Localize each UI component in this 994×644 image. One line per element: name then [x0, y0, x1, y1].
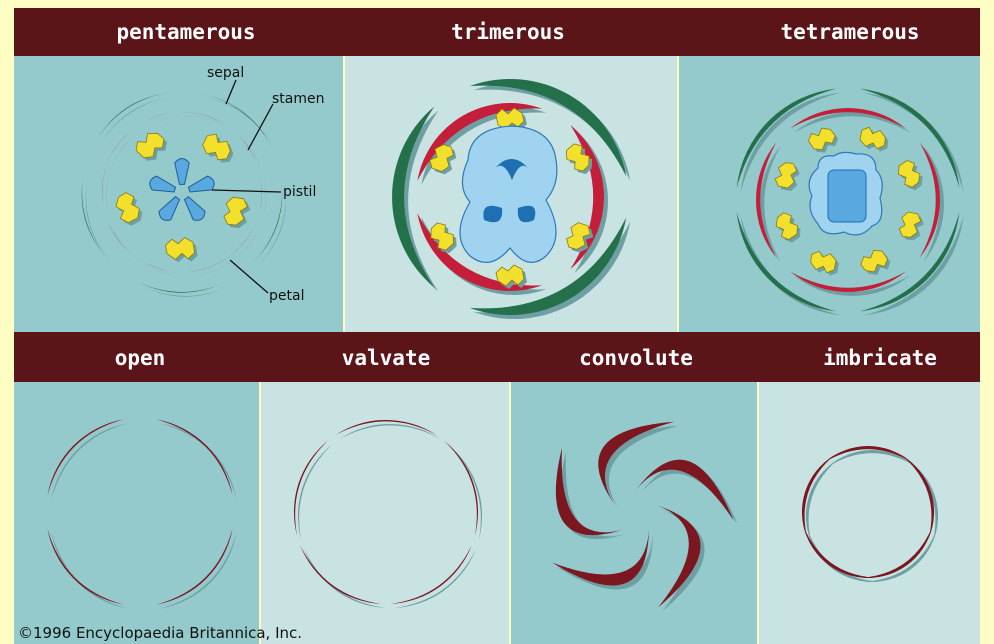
pistil-locule	[518, 206, 535, 223]
label-sepal: sepal	[207, 65, 244, 81]
title-valvate: valvate	[342, 346, 431, 370]
copyright-text: ©1996 Encyclopaedia Britannica, Inc.	[18, 624, 302, 642]
title-tetramerous: tetramerous	[780, 20, 919, 44]
label-pistil: pistil	[283, 184, 316, 200]
panel-convolute	[510, 382, 758, 644]
title-open: open	[115, 346, 166, 370]
pistil-ovary	[460, 126, 557, 262]
title-convolute: convolute	[579, 346, 693, 370]
pistil-locule	[483, 206, 502, 223]
title-imbricate: imbricate	[823, 346, 937, 370]
label-stamen: stamen	[272, 91, 325, 107]
pistil-locule	[828, 170, 866, 222]
title-pentamerous: pentamerous	[116, 20, 255, 44]
title-trimerous: trimerous	[451, 20, 565, 44]
label-petal: petal	[269, 288, 304, 304]
panel-open	[14, 382, 260, 644]
panel-imbricate	[758, 382, 980, 644]
